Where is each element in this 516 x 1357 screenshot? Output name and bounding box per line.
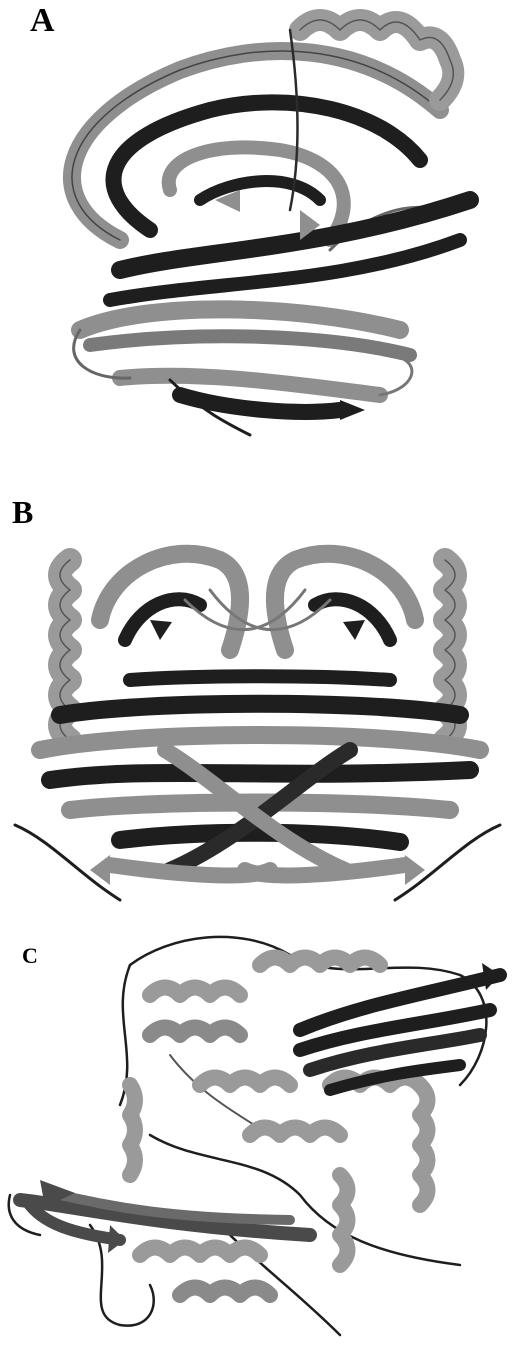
strand-b-4 — [50, 770, 470, 780]
panel-a: A — [0, 0, 516, 460]
arrowhead-c-2 — [108, 1225, 125, 1253]
panel-a-ribbon-diagram — [0, 0, 516, 460]
panel-b-ribbon-diagram — [0, 480, 516, 920]
helix-c-1 — [150, 988, 240, 996]
strand-arc-4 — [200, 181, 320, 200]
helix-c-5 — [130, 1085, 135, 1175]
strand-lower-3 — [120, 376, 380, 395]
helix-c-8 — [340, 1175, 348, 1265]
helix-c-3 — [150, 1028, 240, 1036]
strand-lower-2 — [90, 336, 410, 355]
arrowhead-a-1 — [340, 400, 365, 420]
strand-b-6 — [120, 833, 400, 842]
strand-arc-2 — [114, 102, 420, 230]
arrowhead-b-4 — [343, 620, 365, 640]
helix-c-9 — [140, 1248, 260, 1256]
helix-c-2 — [260, 958, 380, 966]
strand-lower-1 — [80, 309, 400, 330]
helix-c-10 — [180, 1288, 270, 1296]
strand-b-2 — [60, 704, 460, 715]
panel-c-ribbon-diagram — [0, 935, 516, 1357]
helix-c-4 — [200, 1078, 290, 1086]
helix-c-7 — [420, 1085, 428, 1205]
panel-c: C — [0, 935, 516, 1357]
arrowhead-b-3 — [150, 620, 172, 640]
strand-b-1 — [130, 676, 390, 680]
helix-c-11 — [250, 1128, 340, 1136]
strand-b-3 — [40, 735, 480, 750]
panel-b: B — [0, 480, 516, 920]
